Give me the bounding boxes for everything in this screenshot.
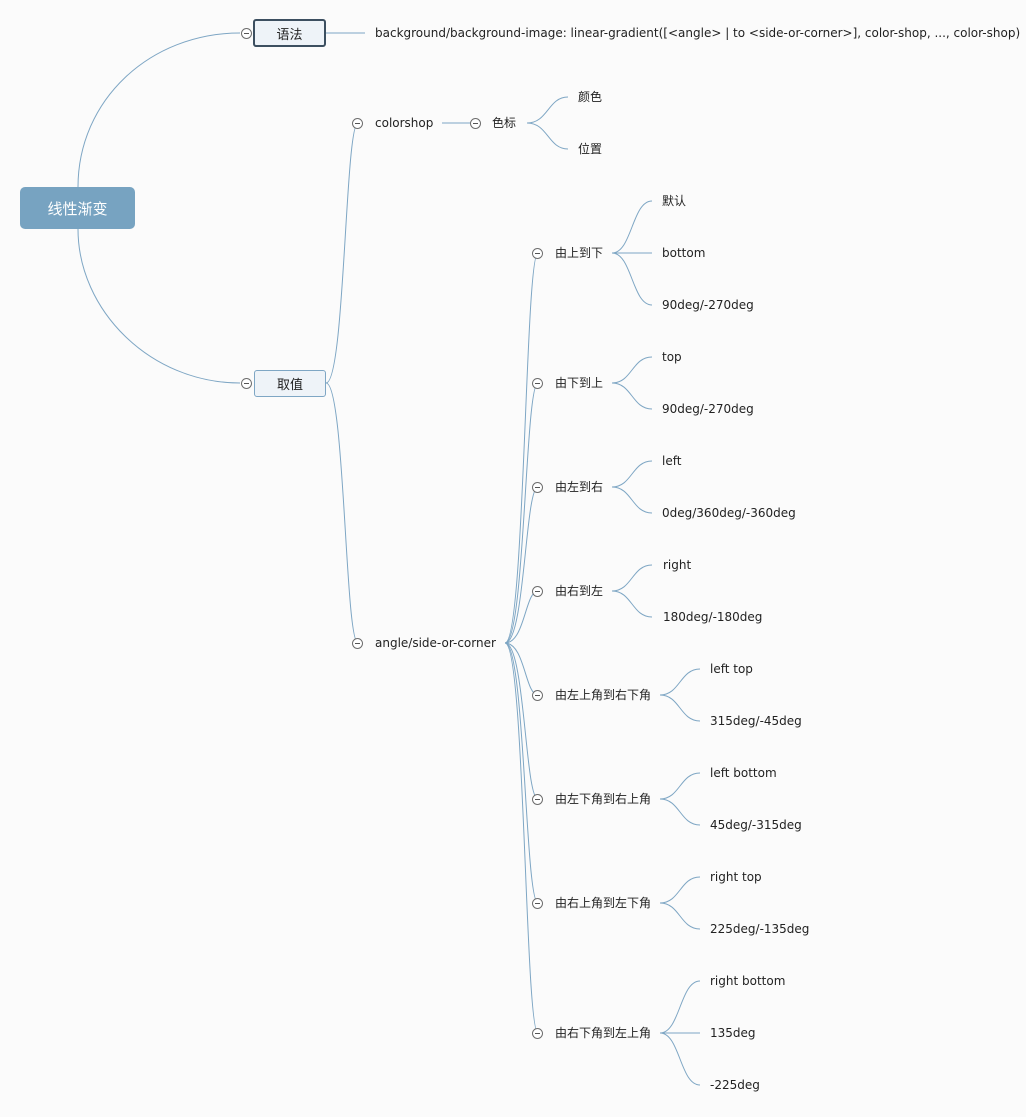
topic-direction[interactable]: 由右到左	[555, 584, 604, 598]
leaf-value[interactable]: 225deg/-135deg	[710, 922, 810, 936]
link-root-syntax	[77, 32, 241, 188]
topic-direction[interactable]: 由下到上	[555, 376, 604, 390]
collapse-icon[interactable]	[532, 690, 543, 701]
topic-direction[interactable]: 由右下角到左上角	[555, 1026, 652, 1040]
topic-direction[interactable]: 由上到下	[555, 246, 604, 260]
collapse-icon[interactable]	[532, 1028, 543, 1039]
topic-direction[interactable]: 由左下角到右上角	[555, 792, 652, 806]
leaf-value[interactable]: left	[662, 454, 682, 468]
leaf-value[interactable]: right bottom	[710, 974, 786, 988]
collapse-icon[interactable]	[532, 482, 543, 493]
leaf-value[interactable]: 默认	[662, 194, 687, 208]
collapse-icon[interactable]	[532, 378, 543, 389]
link-stop-position	[526, 122, 569, 150]
leaf-value[interactable]: right	[663, 558, 692, 572]
topic-colorshop[interactable]: colorshop	[375, 116, 434, 130]
leaf-color[interactable]: 颜色	[578, 90, 603, 104]
link-angle-dir3	[504, 486, 539, 644]
link-angle-dir6	[504, 642, 539, 800]
leaf-value[interactable]: top	[662, 350, 682, 364]
topic-values[interactable]: 取值	[254, 370, 326, 397]
leaf-value[interactable]: 90deg/-270deg	[662, 298, 754, 312]
collapse-icon[interactable]	[352, 638, 363, 649]
link-angle-dir8	[504, 642, 539, 1034]
leaf-value[interactable]: bottom	[662, 246, 706, 260]
leaf-value[interactable]: 180deg/-180deg	[663, 610, 763, 624]
link-angle-dir1	[504, 252, 539, 644]
topic-direction[interactable]: 由右上角到左下角	[555, 896, 652, 910]
collapse-icon[interactable]	[532, 586, 543, 597]
leaf-value[interactable]: -225deg	[710, 1078, 760, 1092]
leaf-value[interactable]: 45deg/-315deg	[710, 818, 802, 832]
topic-syntax[interactable]: 语法	[253, 19, 326, 47]
link-values-angle	[325, 382, 359, 644]
collapse-icon[interactable]	[532, 898, 543, 909]
link-values-colorshop	[325, 122, 359, 384]
leaf-value[interactable]: 90deg/-270deg	[662, 402, 754, 416]
collapse-icon[interactable]	[532, 794, 543, 805]
collapse-icon[interactable]	[470, 118, 481, 129]
collapse-icon[interactable]	[352, 118, 363, 129]
collapse-icon[interactable]	[241, 28, 252, 39]
leaf-value[interactable]: 135deg	[710, 1026, 756, 1040]
link-angle-dir7	[504, 642, 539, 904]
topic-color-stop[interactable]: 色标	[492, 116, 517, 130]
link-stop-color	[526, 96, 569, 124]
leaf-value[interactable]: right top	[710, 870, 762, 884]
leaf-value[interactable]: 315deg/-45deg	[710, 714, 802, 728]
leaf-value[interactable]: left bottom	[710, 766, 777, 780]
leaf-value[interactable]: left top	[710, 662, 753, 676]
topic-angle[interactable]: angle/side-or-corner	[375, 636, 496, 650]
topic-direction[interactable]: 由左上角到右下角	[555, 688, 652, 702]
link-root-values	[77, 228, 241, 384]
leaf-position[interactable]: 位置	[578, 142, 603, 156]
link-angle-dir2	[504, 382, 539, 644]
root-topic[interactable]: 线性渐变	[20, 187, 135, 229]
syntax-content[interactable]: background/background-image: linear-grad…	[375, 26, 1021, 40]
collapse-icon[interactable]	[532, 248, 543, 259]
topic-direction[interactable]: 由左到右	[555, 480, 604, 494]
collapse-icon[interactable]	[241, 378, 252, 389]
leaf-value[interactable]: 0deg/360deg/-360deg	[662, 506, 796, 520]
